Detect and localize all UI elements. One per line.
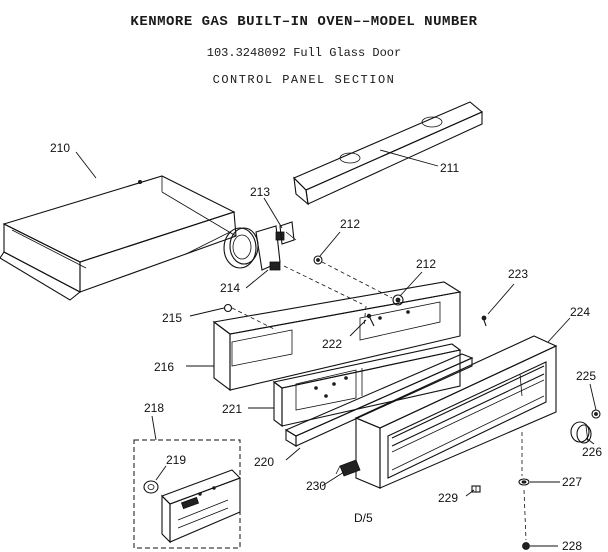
part-219-knob bbox=[143, 480, 159, 494]
page-reference: D/5 bbox=[354, 511, 373, 525]
part-222-screw bbox=[366, 313, 375, 327]
part-212-nut-a bbox=[313, 255, 323, 265]
label-226: 226 bbox=[582, 445, 602, 459]
label-225: 225 bbox=[576, 369, 596, 383]
part-215-washer bbox=[223, 303, 233, 313]
part-labels: 210 211 213 212 212 214 215 222 223 224 … bbox=[50, 141, 602, 552]
part-229-screw bbox=[471, 485, 481, 493]
part-221-glass bbox=[272, 343, 462, 428]
label-214: 214 bbox=[220, 281, 240, 295]
section-title: CONTROL PANEL SECTION bbox=[212, 73, 396, 87]
part-227-washer bbox=[518, 478, 530, 486]
label-210: 210 bbox=[50, 141, 70, 155]
part-213-switch bbox=[279, 221, 297, 245]
label-229: 229 bbox=[438, 491, 458, 505]
label-224: 224 bbox=[570, 305, 590, 319]
label-222: 222 bbox=[322, 337, 342, 351]
label-219: 219 bbox=[166, 453, 186, 467]
part-210-bracket bbox=[0, 175, 237, 301]
label-227: 227 bbox=[562, 475, 582, 489]
part-211-channel bbox=[293, 101, 484, 206]
part-214-clock bbox=[185, 225, 285, 271]
label-212-lower: 212 bbox=[416, 257, 436, 271]
part-212-nut-b bbox=[392, 294, 404, 306]
part-228-nut bbox=[522, 542, 530, 550]
label-221: 221 bbox=[222, 402, 242, 416]
label-230: 230 bbox=[306, 479, 326, 493]
part-218-kit-box bbox=[133, 439, 241, 549]
label-211: 211 bbox=[440, 161, 459, 175]
label-215: 215 bbox=[162, 311, 182, 325]
diagram-title: KENMORE GAS BUILT–IN OVEN––MODEL NUMBER bbox=[130, 14, 478, 30]
label-218: 218 bbox=[144, 401, 164, 415]
part-224-housing bbox=[354, 335, 558, 489]
part-216-panel-plate bbox=[212, 281, 462, 392]
label-212-upper: 212 bbox=[340, 217, 360, 231]
label-223: 223 bbox=[508, 267, 528, 281]
label-213: 213 bbox=[250, 185, 270, 199]
leader-lines bbox=[75, 149, 597, 547]
part-220-trim bbox=[284, 353, 474, 447]
part-218-control-board bbox=[161, 469, 241, 544]
part-225-shaft bbox=[591, 409, 601, 419]
label-220: 220 bbox=[254, 455, 274, 469]
label-216: 216 bbox=[154, 360, 174, 374]
model-number: 103.3248092 Full Glass Door bbox=[206, 46, 402, 60]
part-223-screw bbox=[481, 315, 487, 327]
label-228: 228 bbox=[562, 539, 582, 552]
